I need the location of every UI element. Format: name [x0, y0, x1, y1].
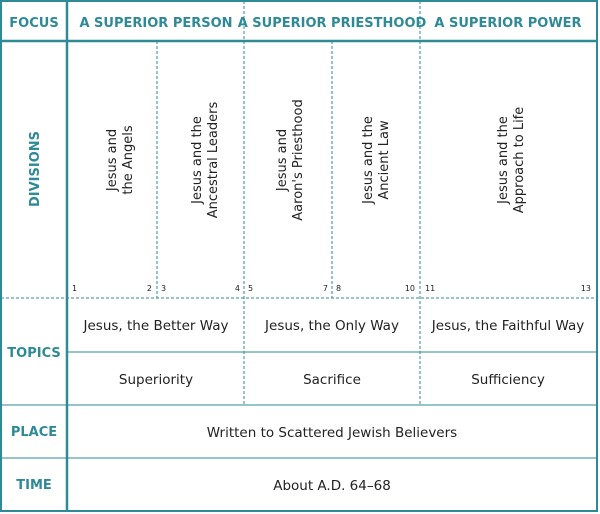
chapter-end-13: 13 [581, 284, 591, 293]
division-angels-line2: the Angels [121, 125, 136, 194]
row-label-time: TIME [16, 478, 52, 493]
row-label-place: PLACE [11, 425, 57, 440]
division-ancestral-leaders-line2: Ancestral Leaders [206, 102, 221, 219]
division-ancestral-leaders-line1: Jesus and the [190, 116, 205, 205]
division-ancient-law: Jesus and the Ancient Law [361, 116, 392, 205]
focus-header-power: A SUPERIOR POWER [434, 16, 581, 31]
chapter-end-7: 7 [323, 284, 328, 293]
row-label-topics: TOPICS [7, 346, 60, 361]
division-angels: Jesus and the Angels [105, 125, 136, 194]
time-value: About A.D. 64–68 [273, 478, 391, 494]
topic-superiority: Superiority [119, 372, 193, 388]
topic-faithful-way: Jesus, the Faithful Way [431, 318, 584, 334]
division-aarons-priesthood-line2: Aaron's Priesthood [291, 99, 306, 220]
focus-header-person: A SUPERIOR PERSON [79, 16, 232, 31]
division-angels-line1: Jesus and [105, 129, 120, 192]
topic-sacrifice: Sacrifice [303, 372, 361, 388]
division-approach-to-life-line2: Approach to Life [512, 107, 527, 214]
chapter-start-5: 5 [248, 284, 253, 293]
division-approach-to-life-line1: Jesus and the [496, 116, 511, 205]
topic-only-way: Jesus, the Only Way [264, 318, 399, 334]
chapter-start-8: 8 [336, 284, 341, 293]
chapter-start-1: 1 [72, 284, 77, 293]
division-ancient-law-line1: Jesus and the [361, 116, 376, 205]
chapter-start-11: 11 [425, 284, 435, 293]
topic-better-way: Jesus, the Better Way [83, 318, 229, 334]
division-ancient-law-line2: Ancient Law [377, 120, 392, 200]
division-approach-to-life: Jesus and the Approach to Life [496, 107, 527, 214]
chapter-end-4: 4 [235, 284, 240, 293]
division-ancestral-leaders: Jesus and the Ancestral Leaders [190, 102, 221, 219]
focus-header-priesthood: A SUPERIOR PRIESTHOOD [238, 16, 427, 31]
place-value: Written to Scattered Jewish Believers [207, 425, 457, 441]
chapter-end-10: 10 [405, 284, 415, 293]
row-label-focus: FOCUS [9, 16, 58, 31]
row-label-divisions: DIVISIONS [28, 131, 43, 207]
chapter-end-2: 2 [147, 284, 152, 293]
chapter-start-3: 3 [161, 284, 166, 293]
division-aarons-priesthood: Jesus and Aaron's Priesthood [275, 99, 306, 220]
division-aarons-priesthood-line1: Jesus and [275, 129, 290, 192]
topic-sufficiency: Sufficiency [471, 372, 545, 388]
